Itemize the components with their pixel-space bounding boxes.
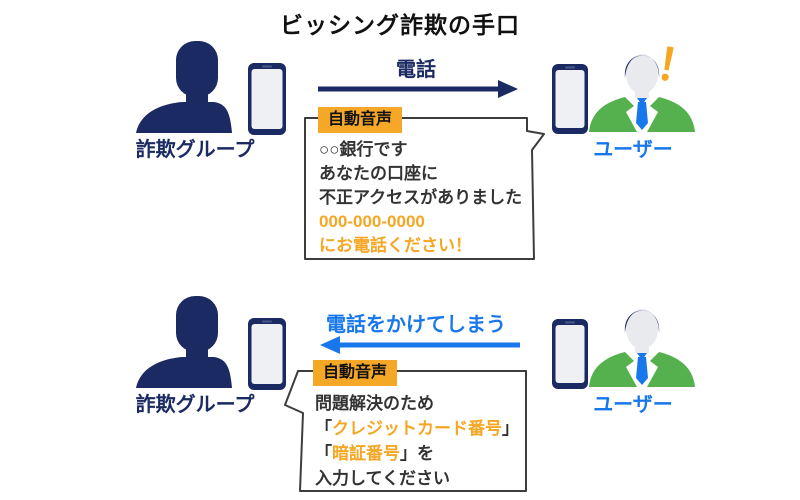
bubble-line-phone-number: 000-000-0000 [319, 212, 425, 231]
bubble-text-bottom: 問題解決のため 「クレジットカード番号」 「暗証番号」を 入力してください [315, 391, 519, 491]
bracket: 「 [315, 444, 332, 463]
highlighted-term: 暗証番号 [332, 444, 400, 463]
highlighted-term: クレジットカード番号 [332, 419, 502, 438]
scammer-label-top: 詐欺グループ [135, 139, 255, 161]
bubble-text-top: ○○銀行です あなたの口座に 不正アクセスがありました 000-000-0000… [319, 138, 522, 258]
smartphone-icon [248, 318, 286, 390]
bubble-line: 不正アクセスがありました [319, 188, 523, 207]
user-avatar-icon [552, 309, 695, 389]
alert-exclamation-icon: ！ [652, 39, 705, 96]
page-title: ビッシング詐欺の手口 [280, 12, 520, 38]
user-label-top: ユーザー [593, 139, 673, 161]
scammer-label-bottom: 詐欺グループ [135, 394, 255, 416]
smartphone-icon [248, 63, 286, 135]
callback-arrow-label: 電話をかけてしまう [326, 314, 506, 336]
arrow-left-icon [320, 336, 520, 354]
bracket: 「 [315, 419, 332, 438]
scammer-silhouette-icon [136, 41, 286, 135]
bubble-tag-bottom: 自動音声 [313, 360, 398, 386]
smartphone-icon [552, 319, 588, 389]
bubble-line-credit-card: 「クレジットカード番号」 [315, 416, 519, 441]
call-arrow-label-top: 電話 [396, 59, 436, 81]
bubble-line: ○○銀行です [319, 140, 408, 159]
bubble-line-call-request: にお電話ください！ [319, 236, 472, 255]
user-figure-bottom [548, 299, 698, 391]
arrow-right-icon [318, 80, 518, 98]
smartphone-icon [552, 64, 588, 134]
scammer-silhouette-icon [136, 296, 286, 390]
bracket: 」 [502, 419, 519, 438]
bubble-line-pin: 「暗証番号」を [315, 441, 519, 466]
bubble-line: 入力してください [315, 469, 450, 488]
speech-bubble-bottom [284, 370, 527, 492]
bubble-line: あなたの口座に [319, 164, 438, 183]
user-avatar-icon [552, 54, 695, 134]
bubble-tag-top: 自動音声 [318, 107, 403, 133]
scammer-figure-bottom [130, 292, 290, 392]
user-label-bottom: ユーザー [593, 394, 673, 416]
bubble-line: 問題解決のため [315, 394, 434, 413]
speech-bubble-top [304, 117, 545, 260]
user-figure-top [548, 44, 698, 136]
bracket: 」を [400, 444, 434, 463]
scammer-figure-top [130, 37, 290, 137]
